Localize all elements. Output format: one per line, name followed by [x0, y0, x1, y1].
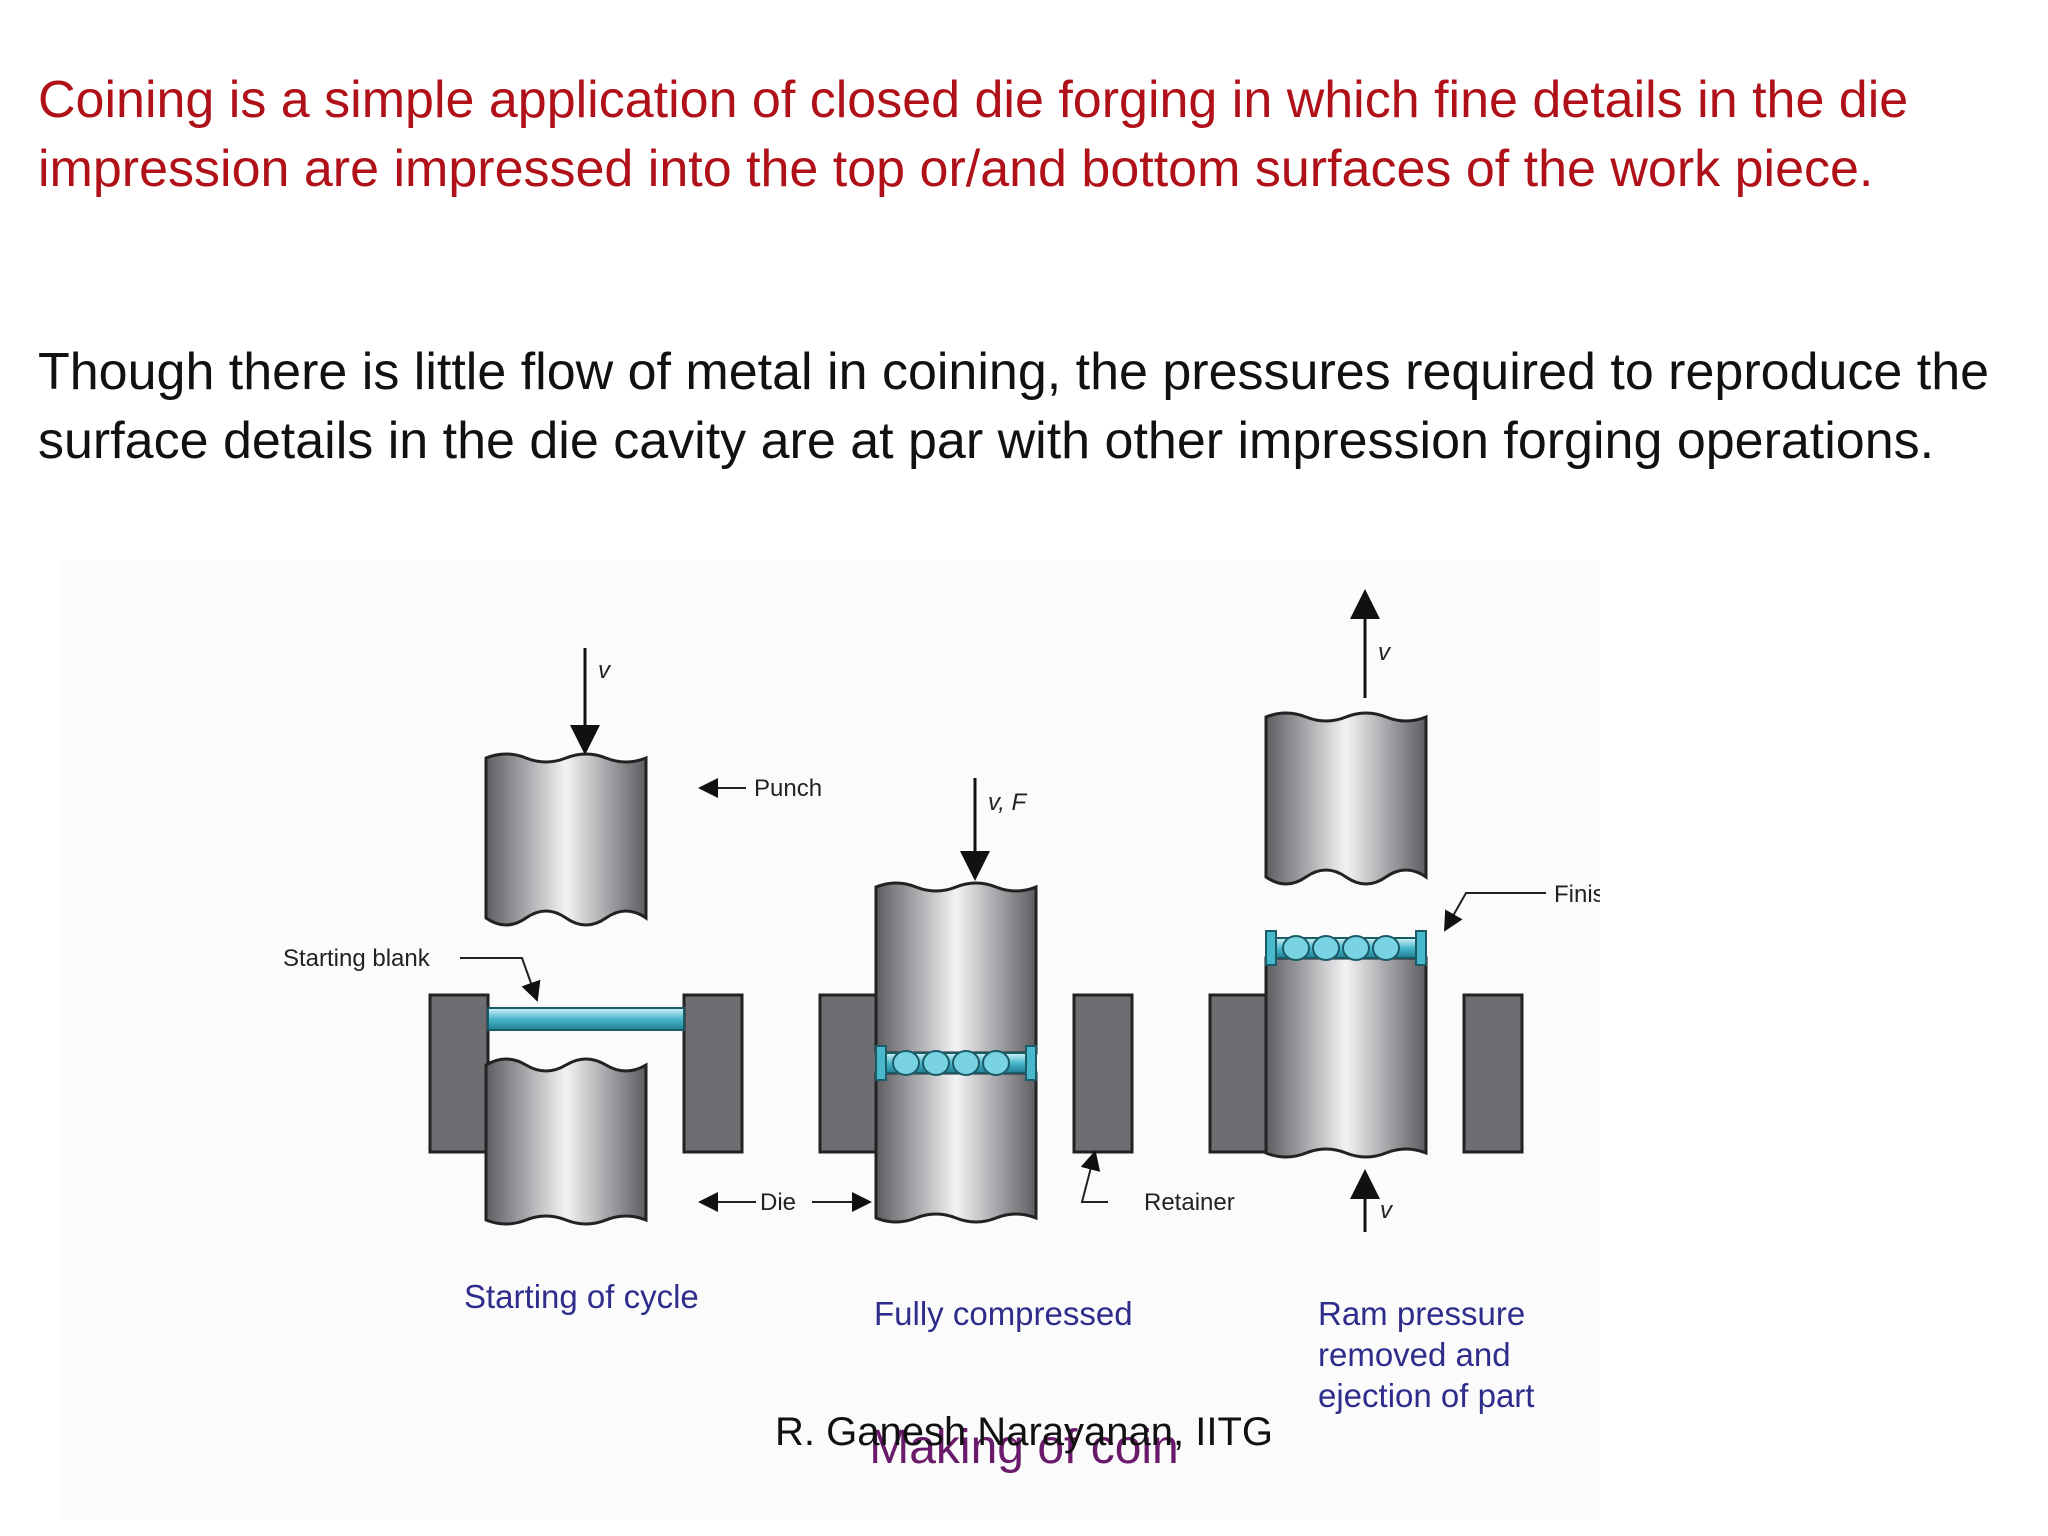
detail-paragraph: Though there is little flow of metal in …: [38, 343, 1990, 470]
diagram-title: Making of coin: [869, 1421, 1179, 1474]
intro-paragraph: Coining is a simple application of close…: [38, 71, 1909, 198]
retainer-right-stage-3: [1462, 993, 1524, 1154]
die-stage-3: [1264, 956, 1428, 1159]
retainer-right-stage-1: [682, 993, 744, 1154]
retainer-right-stage-2: [1072, 993, 1134, 1154]
label-v-stage-1: v: [598, 657, 612, 684]
label-starting-blank: Starting blank: [283, 945, 431, 972]
caption-stage-3-line-2: removed and: [1318, 1336, 1511, 1373]
punch-stage-3: [1264, 711, 1428, 886]
stage-2-diagram: [818, 778, 1134, 1224]
stage-1-diagram: [428, 648, 744, 1226]
coining-diagram: v Punch Starting blank v, F v Finished p…: [60, 560, 1600, 1520]
punch-stage-2: [874, 881, 1038, 1055]
starting-blank-stage-1: [487, 1007, 685, 1031]
caption-stage-3-line-3: ejection of part: [1318, 1377, 1535, 1414]
label-v-stage-3: v: [1378, 639, 1392, 666]
label-punch: Punch: [754, 775, 822, 802]
label-v-stage-3-bottom: v: [1380, 1197, 1394, 1224]
caption-stage-3-line-1: Ram pressure: [1318, 1295, 1526, 1332]
caption-stage-2: Fully compressed: [874, 1295, 1133, 1332]
stage-3-diagram: [1208, 589, 1524, 1232]
label-finished-part: Finished part: [1554, 881, 1600, 908]
caption-stage-1: Starting of cycle: [464, 1278, 699, 1315]
label-die: Die: [760, 1189, 796, 1216]
caption-stage-3: Ram pressure removed and ejection of par…: [1318, 1293, 1534, 1416]
die-stage-2: [874, 1071, 1038, 1224]
die-stage-1: [484, 1057, 648, 1226]
label-vf: v, F: [988, 789, 1028, 816]
retainer-left-stage-1: [428, 993, 490, 1154]
punch-stage-1: [484, 752, 648, 927]
retainer-left-stage-2: [818, 993, 880, 1154]
label-retainer: Retainer: [1144, 1189, 1235, 1216]
author-footer: R. Ganesh Narayanan, IITG: [774, 1410, 1273, 1454]
retainer-left-stage-3: [1208, 993, 1270, 1154]
